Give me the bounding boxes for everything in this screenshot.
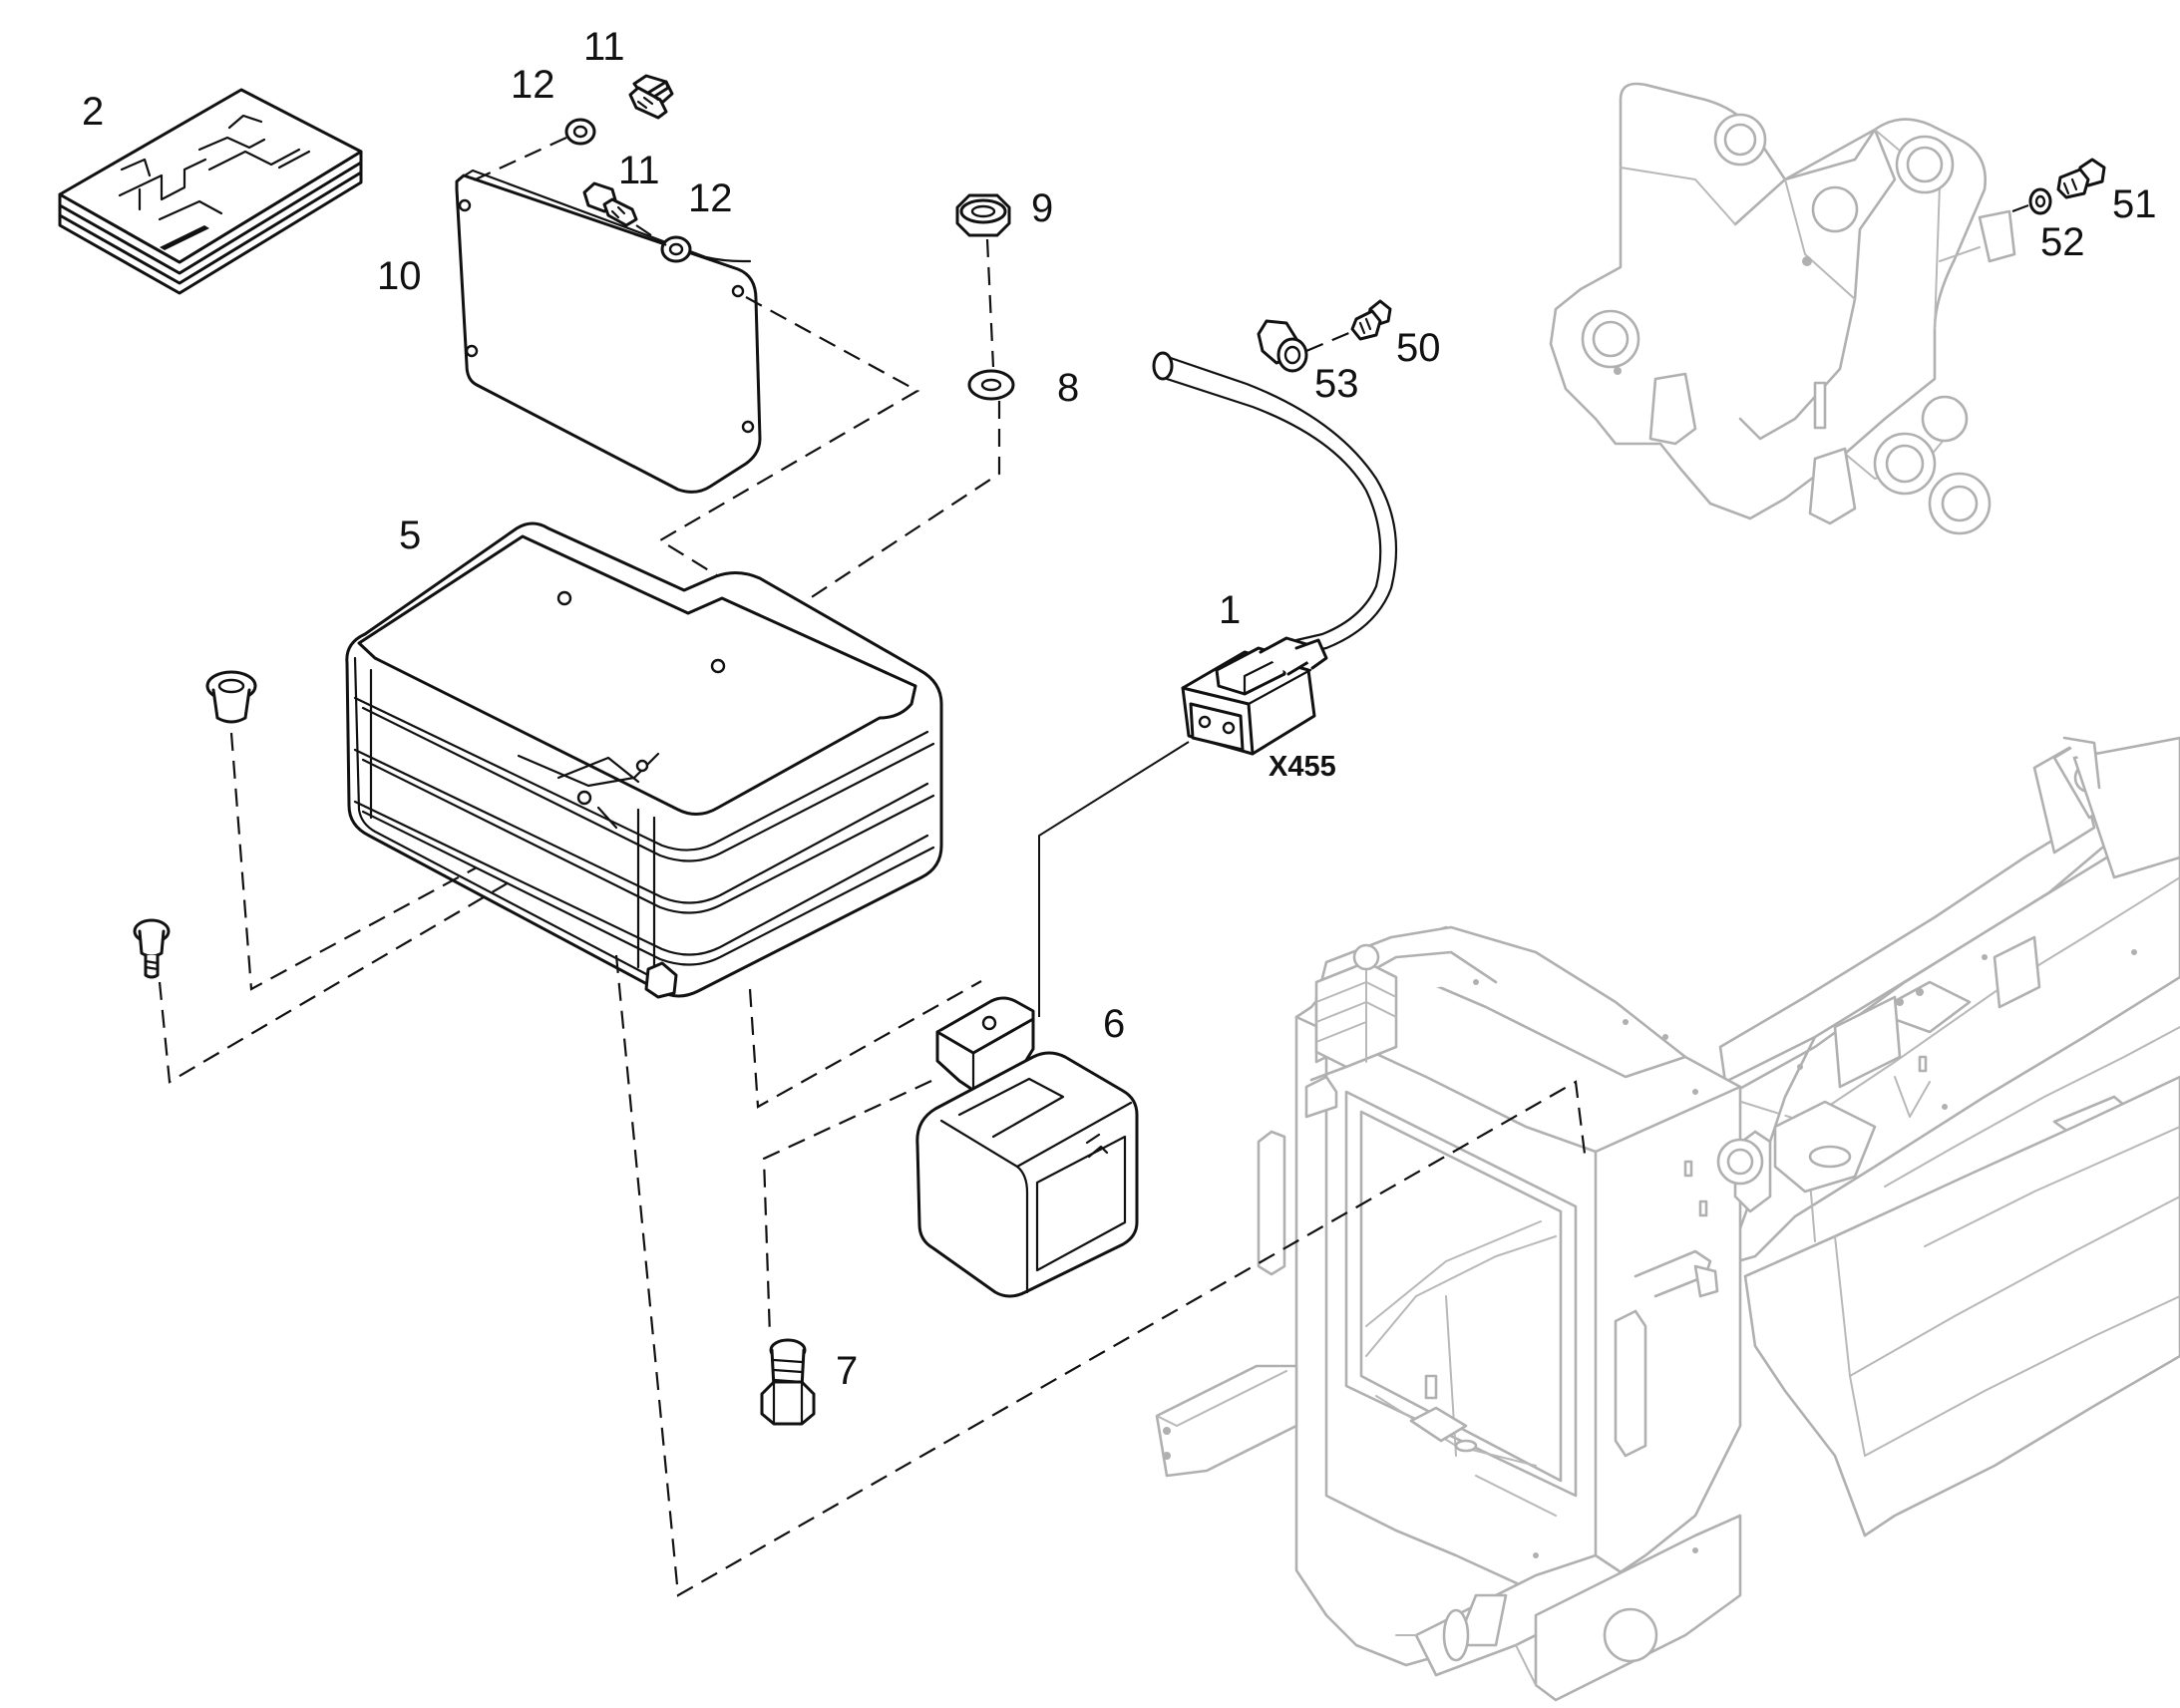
part-label-10: 10 [377, 254, 422, 298]
assembly-line-housing-to-light [748, 980, 982, 1109]
connector-x455 [1181, 636, 1328, 756]
part-label-53: 53 [1314, 362, 1359, 406]
part-label-1: 1 [1219, 588, 1241, 632]
rubber-grommet [205, 670, 257, 724]
cable-harness [1152, 351, 1398, 656]
assembly-line-light-bolt [762, 1080, 932, 1337]
leader-connector-to-light [1038, 741, 1190, 1017]
cover-washer-lower [660, 235, 692, 263]
part-label-52: 52 [2040, 220, 2085, 264]
assembly-line-grommet [229, 732, 478, 991]
part-label-5: 5 [399, 513, 421, 557]
assembly-line-hinge [2011, 203, 2029, 213]
part-label-2: 2 [82, 90, 104, 134]
hinge-bracket-assembly [1549, 82, 2016, 535]
part-label-12-lower: 12 [688, 176, 733, 220]
part-label-12-upper: 12 [511, 63, 555, 107]
part-label-9: 9 [1031, 186, 1053, 230]
part-label-8: 8 [1057, 366, 1079, 410]
light-mounting-bolt [760, 1338, 816, 1426]
guard-housing [345, 521, 943, 999]
part-label-7: 7 [836, 1349, 858, 1393]
assembly-line-cover-to-box [657, 296, 920, 583]
assembly-line-housing-long [614, 954, 1588, 1597]
assembly-line-cover-lower [635, 224, 667, 246]
work-light [915, 996, 1139, 1298]
part-label-6: 6 [1103, 1002, 1125, 1046]
mounting-bolt-left [133, 918, 171, 979]
assembly-line-nut [985, 238, 995, 368]
assembly-line-clamp [1305, 327, 1359, 353]
cable-clamp [1257, 319, 1308, 373]
part-label-50: 50 [1396, 326, 1441, 370]
part-label-11-lower: 11 [618, 149, 660, 192]
part-label-11-upper: 11 [583, 25, 625, 69]
machine-chassis-frame [1155, 736, 2180, 1702]
cover-screw-lower [582, 181, 638, 227]
hinge-screw [2056, 158, 2106, 199]
assembly-line-cover-upper [466, 137, 567, 184]
hinge-washer [2028, 187, 2052, 215]
assembly-line-left-bolt [158, 880, 512, 1084]
cover-screw-upper [628, 74, 674, 120]
flat-washer [967, 369, 1015, 401]
hex-nut [955, 193, 1011, 237]
manual-documents [58, 88, 363, 295]
assembly-line-washer [715, 401, 1001, 661]
clamp-screw [1350, 299, 1392, 341]
part-label-51: 51 [2112, 182, 2157, 226]
connector-label-x455: X455 [1269, 751, 1336, 783]
cover-washer-upper [564, 118, 596, 146]
